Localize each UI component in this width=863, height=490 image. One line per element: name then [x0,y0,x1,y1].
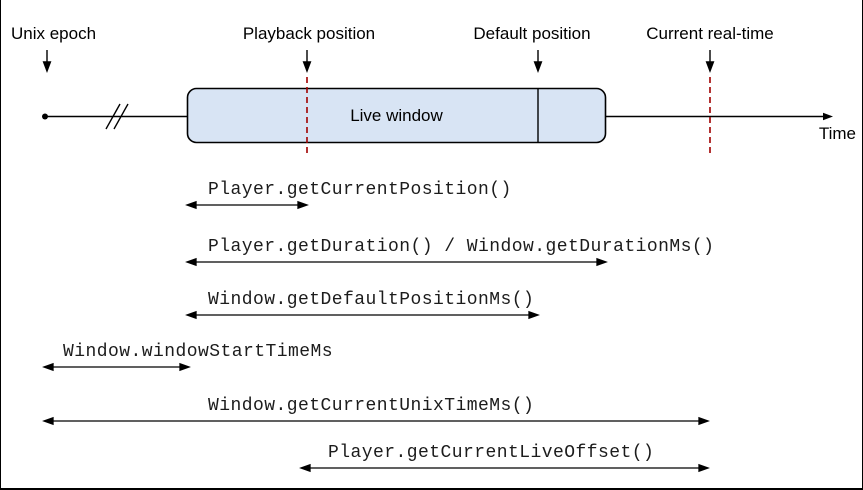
arrow-live-offset-right-head-icon [698,463,710,473]
label-default-position: Default position [473,24,591,43]
arrow-current-position-left-head-icon [185,200,197,210]
arrow-unix-time-right-head-icon [698,416,710,426]
arrow-window-start-right-head-icon [179,362,191,372]
arrow-window-start-left-head-icon [42,362,54,372]
axis-break-icon [105,103,129,130]
label-unix-epoch: Unix epoch [11,24,97,43]
label-get-current-position: Player.getCurrentPosition() [208,180,512,200]
label-window-start-time-ms: Window.windowStartTimeMs [63,342,334,362]
arrow-duration-left-head-icon [185,257,197,267]
label-get-default-position-ms: Window.getDefaultPositionMs() [208,290,535,310]
arrow-live-offset-left-head-icon [299,463,311,473]
label-get-current-unix-time-ms: Window.getCurrentUnixTimeMs() [208,396,535,416]
arrow-default-position-right-head-icon [528,310,540,320]
label-playback-position: Playback position [242,24,376,43]
default-position-arrowhead-icon [533,61,543,73]
label-get-duration: Player.getDuration() / Window.getDuratio… [208,237,715,257]
arrow-current-position-right-head-icon [297,200,309,210]
playback-position-arrowhead-icon [302,61,312,73]
arrow-default-position-left-head-icon [185,310,197,320]
label-current-real-time: Current real-time [646,24,774,43]
arrow-duration-right-head-icon [596,257,608,267]
label-live-window: Live window [350,106,443,125]
time-axis-arrowhead-icon [823,112,833,121]
unix-epoch-arrowhead-icon [42,61,52,73]
arrow-unix-time-left-head-icon [42,416,54,426]
current-realtime-arrowhead-icon [705,61,715,73]
live-window-box [186,87,607,144]
label-get-current-live-offset: Player.getCurrentLiveOffset() [328,443,655,463]
label-time-axis: Time [818,124,856,143]
